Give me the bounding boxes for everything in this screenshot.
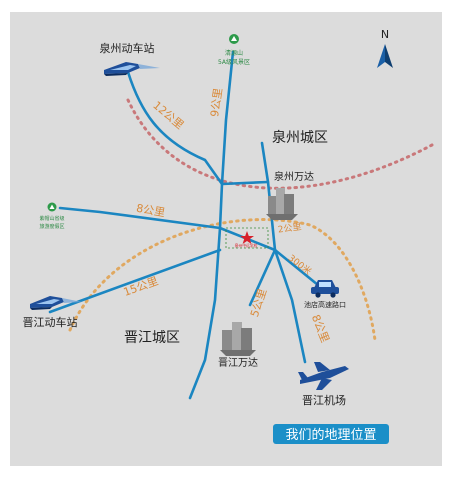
- building-icon: [220, 322, 256, 356]
- road-network: [48, 50, 320, 400]
- road-to-zishan: [58, 206, 222, 230]
- road-to-jinjiang-wanda: [248, 248, 277, 307]
- north-label: N: [381, 28, 389, 41]
- train-icon: [30, 296, 82, 310]
- mountain-pin-icon: [229, 34, 239, 44]
- distance-label: 2公里: [277, 221, 302, 235]
- north-arrow-icon: [377, 44, 385, 68]
- zishan-label-2: 旅游度假区: [39, 223, 64, 230]
- road-to-quanzhou-station: [126, 70, 224, 186]
- road-segment-north: [220, 180, 270, 186]
- north-arrow-shade: [385, 44, 393, 68]
- highway-label: 池店高速路口: [304, 300, 346, 309]
- jinjiang-city-label: 晋江城区: [124, 330, 180, 346]
- mountain-pin-icon: [47, 202, 57, 212]
- quanzhou-wanda-label: 泉州万达: [274, 170, 314, 183]
- jinjiang-wanda-label: 晋江万达: [218, 357, 258, 369]
- road-to-highway: [273, 248, 320, 287]
- airplane-icon: [298, 362, 349, 390]
- qingyuan-label-1: 清源山: [225, 49, 243, 57]
- distance-label: 8公里: [135, 202, 166, 220]
- quanzhou-station-label: 泉州动车站: [100, 41, 155, 55]
- road-quanzhou-city: [260, 141, 277, 252]
- location-banner: [273, 424, 389, 444]
- school-area: [225, 227, 269, 249]
- jinjiang-station-label: 晋江动车站: [23, 315, 78, 329]
- building-icon: [266, 188, 298, 220]
- car-icon: [311, 280, 339, 298]
- road-to-airport: [273, 248, 307, 364]
- school-label: 泉州中远学校: [235, 243, 258, 248]
- qingyuan-label-2: 5A级风景区: [218, 58, 250, 66]
- urban-ring-red: [126, 98, 434, 190]
- train-icon: [104, 62, 160, 76]
- location-banner-text: 我们的地理位置: [285, 427, 376, 443]
- distance-label: 9公里: [208, 87, 225, 118]
- zishan-label-1: 紫帽山省级: [39, 215, 64, 222]
- quanzhou-city-label: 泉州城区: [272, 129, 328, 146]
- school-star-icon: [240, 231, 254, 244]
- airport-label: 晋江机场: [302, 393, 346, 407]
- urban-ring-orange: [68, 218, 377, 342]
